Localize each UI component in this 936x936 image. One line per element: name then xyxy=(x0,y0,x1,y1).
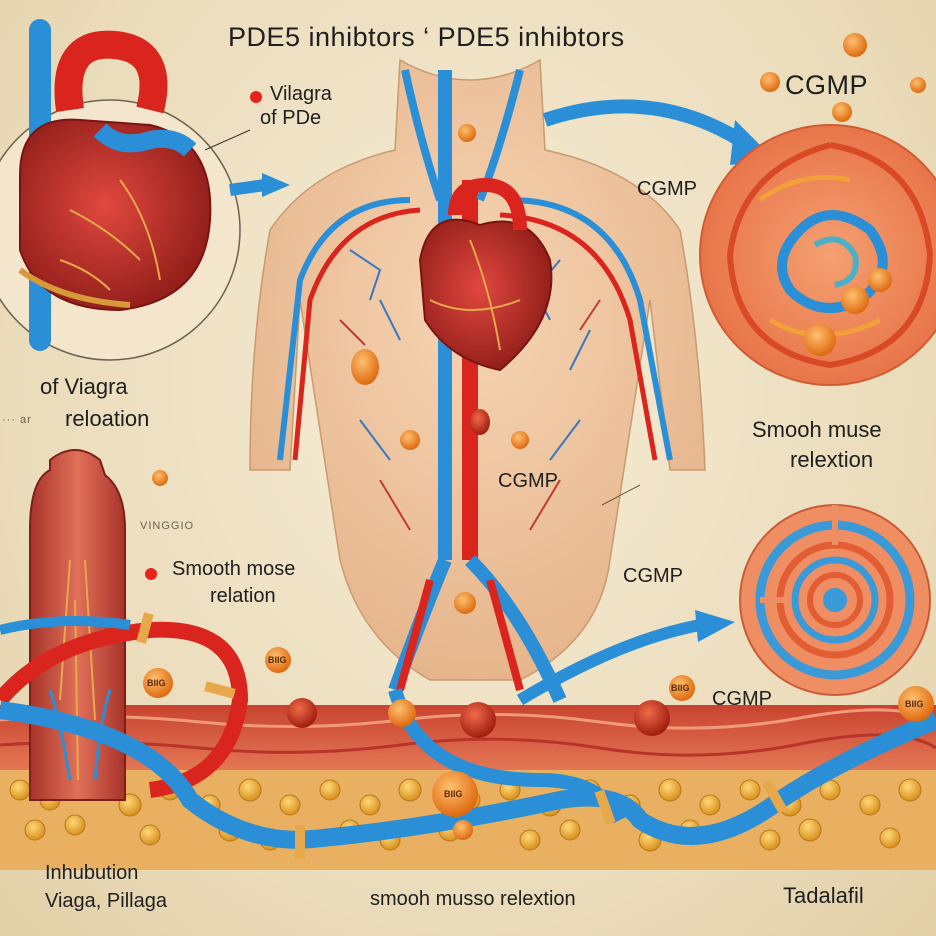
pills xyxy=(143,33,934,840)
label-smooth-muse: Smooh muse xyxy=(752,417,882,442)
label-faded-prefix: ··· ar xyxy=(2,414,32,426)
label-cgmp-lower: CGMP xyxy=(712,688,772,710)
label-of-viagra: of Viagra xyxy=(40,374,128,399)
pill-imprint: BIIG xyxy=(905,699,924,709)
label-cgmp-right: CGMP xyxy=(623,565,683,587)
heart-inset xyxy=(0,19,251,361)
pill-imprint: BIIG xyxy=(147,678,166,688)
bullet-dot xyxy=(250,91,262,103)
label-viaga-pillaga: Viaga, Pillaga xyxy=(45,890,167,912)
pill-imprint: BIIG xyxy=(671,683,690,693)
main-title: PDE5 inhibtors ‘ PDE5 inhibtors xyxy=(228,22,625,52)
label-inhubution: Inhubution xyxy=(45,862,139,884)
label-relextion-right: relextion xyxy=(790,447,874,472)
tissue-disc-lower xyxy=(739,504,931,696)
pill-imprint: BIIG xyxy=(444,789,463,799)
label-bottom-center: smooh musso relextion xyxy=(370,888,576,910)
label-cgmp-torso: CGMP xyxy=(498,470,558,492)
label-reloation: reloation xyxy=(65,406,150,431)
label-cgmp-top-right: CGMP xyxy=(785,70,868,100)
torso xyxy=(249,58,706,703)
label-cgmp-upper: CGMP xyxy=(637,178,697,200)
bullet-dot xyxy=(145,568,157,580)
label-of-pde: of PDe xyxy=(260,107,322,129)
tissue-disc-upper xyxy=(699,124,936,386)
pill-imprint: BIIG xyxy=(268,655,287,665)
label-vinggio: VINGGIO xyxy=(140,520,195,532)
label-tadalafil: Tadalafil xyxy=(783,883,864,908)
label-smooth-mose: Smooth mose xyxy=(172,558,296,580)
label-relation-left: relation xyxy=(210,585,276,607)
label-vilagra: Vilagra xyxy=(270,83,332,105)
